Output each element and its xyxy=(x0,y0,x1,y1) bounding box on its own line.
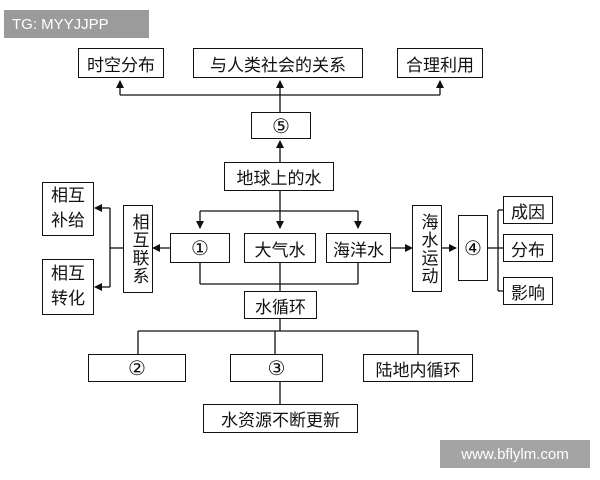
box-cause: 成因 xyxy=(503,196,553,224)
box-renew: 水资源不断更新 xyxy=(203,404,358,433)
box-one: ① xyxy=(170,233,230,263)
box-two: ② xyxy=(88,354,186,382)
box-ocean-motion: 海水运动 xyxy=(412,205,442,292)
box-earth-water: 地球上的水 xyxy=(224,162,334,191)
box-ocean: 海洋水 xyxy=(326,233,391,263)
box-three: ③ xyxy=(230,354,323,382)
box-convert: 相互 转化 xyxy=(42,259,94,315)
box-influence: 影响 xyxy=(503,277,553,305)
box-rational-use: 合理利用 xyxy=(397,48,483,78)
box-human-relation: 与人类社会的关系 xyxy=(193,48,363,78)
box-mutual: 相互联系 xyxy=(123,205,153,293)
box-four: ④ xyxy=(458,215,488,281)
box-distribution: 分布 xyxy=(503,234,553,262)
watermark-top-left: TG: MYYJJPP xyxy=(4,10,149,38)
box-spatiotemporal: 时空分布 xyxy=(78,48,164,78)
watermark-bottom-right: www.bflylm.com xyxy=(440,440,590,468)
box-atmospheric: 大气水 xyxy=(244,233,316,263)
box-land-cycle: 陆地内循环 xyxy=(363,354,473,382)
box-water-cycle: 水循环 xyxy=(244,291,317,319)
box-supply: 相互 补给 xyxy=(42,182,94,236)
box-five: ⑤ xyxy=(251,112,311,139)
